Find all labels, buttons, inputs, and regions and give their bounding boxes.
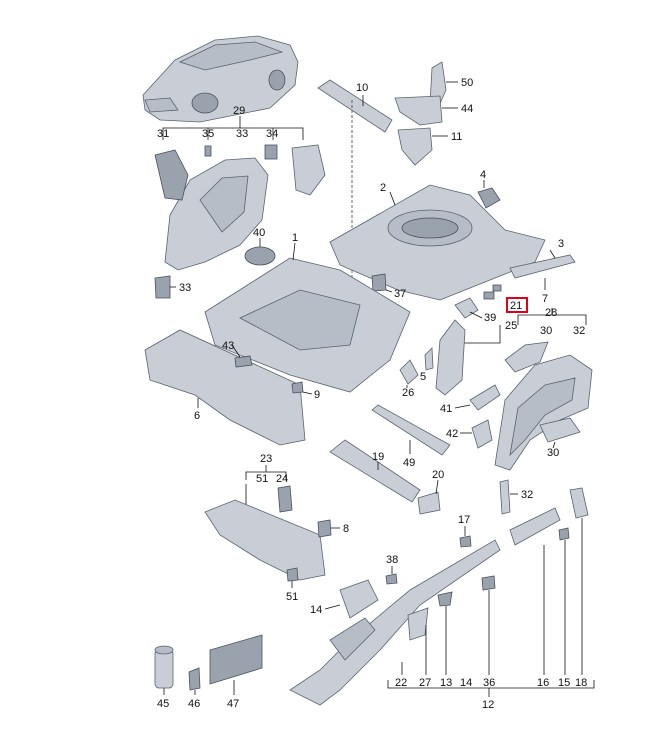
group-29: 29 31 35 33 34 [157,105,304,140]
crossmember-6: 43 9 6 [144,329,320,446]
label-45: 45 [157,698,169,710]
label-36: 36 [483,677,495,689]
label-18: 18 [575,677,587,689]
label-12: 12 [482,699,494,711]
label-1: 1 [292,232,298,244]
car-illustration [142,35,299,123]
label-4: 4 [480,169,486,181]
group-25: 39 25 [454,297,517,344]
label-30-bottom: 30 [547,447,559,459]
brackets-32-18: 32 [499,479,589,519]
label-49: 49 [403,457,415,469]
label-32-bottom: 32 [521,489,533,501]
label-51-top: 51 [256,473,268,485]
label-14-side: 14 [310,604,322,616]
label-21[interactable]: 21 [510,300,522,312]
label-47: 47 [227,698,239,710]
label-27: 27 [419,677,431,689]
label-46: 46 [188,698,200,710]
wheelhouse-left: 33 [154,144,326,299]
label-25: 25 [505,320,517,332]
label-33-bottom: 33 [179,282,191,294]
label-44: 44 [461,103,473,115]
group-23: 23 51 24 8 51 [204,453,349,603]
label-32-top: 32 [573,325,585,337]
label-43: 43 [222,340,234,352]
loose-parts: 45 46 47 [154,634,263,710]
label-26: 26 [402,387,414,399]
label-37: 37 [394,288,406,300]
label-31: 31 [157,128,169,140]
highlight-box [506,297,528,313]
label-22: 22 [395,677,407,689]
label-23: 23 [260,453,272,465]
label-41: 41 [440,403,452,415]
label-17: 17 [458,514,470,526]
label-33-top: 33 [236,128,248,140]
label-28: 28 [545,307,557,319]
label-24: 24 [276,473,288,485]
front-floor-pan: 40 1 [204,227,411,393]
label-19: 19 [372,451,384,463]
label-10: 10 [356,82,368,94]
label-3: 3 [558,238,564,250]
label-6: 6 [194,410,200,422]
wheelhouse-right: 28 30 32 30 [494,307,593,471]
rails-19-49: 49 19 20 [329,404,451,515]
label-38: 38 [386,554,398,566]
label-15: 15 [558,677,570,689]
label-16: 16 [537,677,549,689]
label-34: 34 [266,128,278,140]
label-42: 42 [446,428,458,440]
label-35: 35 [202,128,214,140]
label-8: 8 [343,523,349,535]
label-7: 7 [542,293,548,305]
label-2: 2 [380,182,386,194]
label-5: 5 [420,371,426,383]
label-13: 13 [440,677,452,689]
label-50: 50 [461,77,473,89]
pillar-parts: 26 5 [399,319,466,399]
label-11: 11 [451,131,462,143]
label-14-bottom: 14 [460,677,472,689]
upper-parts: 10 50 44 11 [317,61,473,280]
brackets-41-42: 41 42 [440,384,501,449]
label-40: 40 [253,227,265,239]
sill-group-12: 17 38 14 12 22 27 13 14 36 16 15 18 [289,507,595,711]
label-20: 20 [432,469,444,481]
label-29: 29 [233,105,245,117]
label-51-bottom: 51 [286,591,298,603]
part-21-highlighted[interactable]: 21 [483,284,528,313]
rear-floor-pan: 2 4 3 7 37 [329,169,576,305]
label-39: 39 [484,312,496,324]
label-9: 9 [314,389,320,401]
label-30-top: 30 [540,325,552,337]
